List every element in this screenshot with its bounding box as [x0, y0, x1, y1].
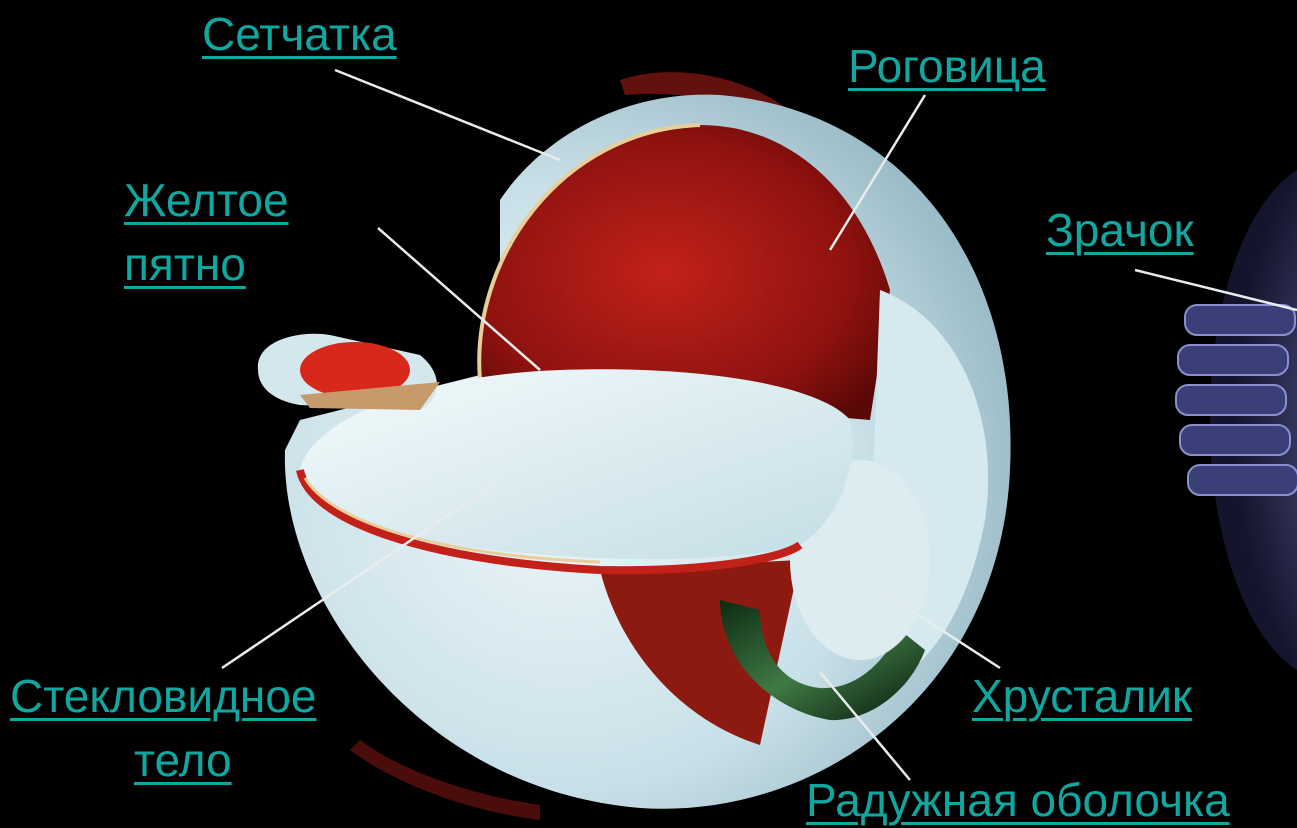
label-iris[interactable]: Радужная оболочка: [806, 772, 1230, 828]
label-macula-line2[interactable]: пятно: [124, 236, 246, 292]
label-vitreous-line1[interactable]: Стекловидное: [10, 668, 316, 724]
background-eye-fragment: [1176, 160, 1297, 680]
label-vitreous-line2[interactable]: тело: [134, 732, 232, 788]
label-cornea[interactable]: Роговица: [848, 38, 1046, 94]
label-retina[interactable]: Сетчатка: [202, 6, 397, 62]
leader-retina: [335, 70, 560, 160]
eyeball: [258, 95, 1011, 809]
label-lens[interactable]: Хрусталик: [972, 668, 1192, 724]
label-pupil[interactable]: Зрачок: [1046, 202, 1194, 258]
label-macula-line1[interactable]: Желтое: [124, 172, 289, 228]
